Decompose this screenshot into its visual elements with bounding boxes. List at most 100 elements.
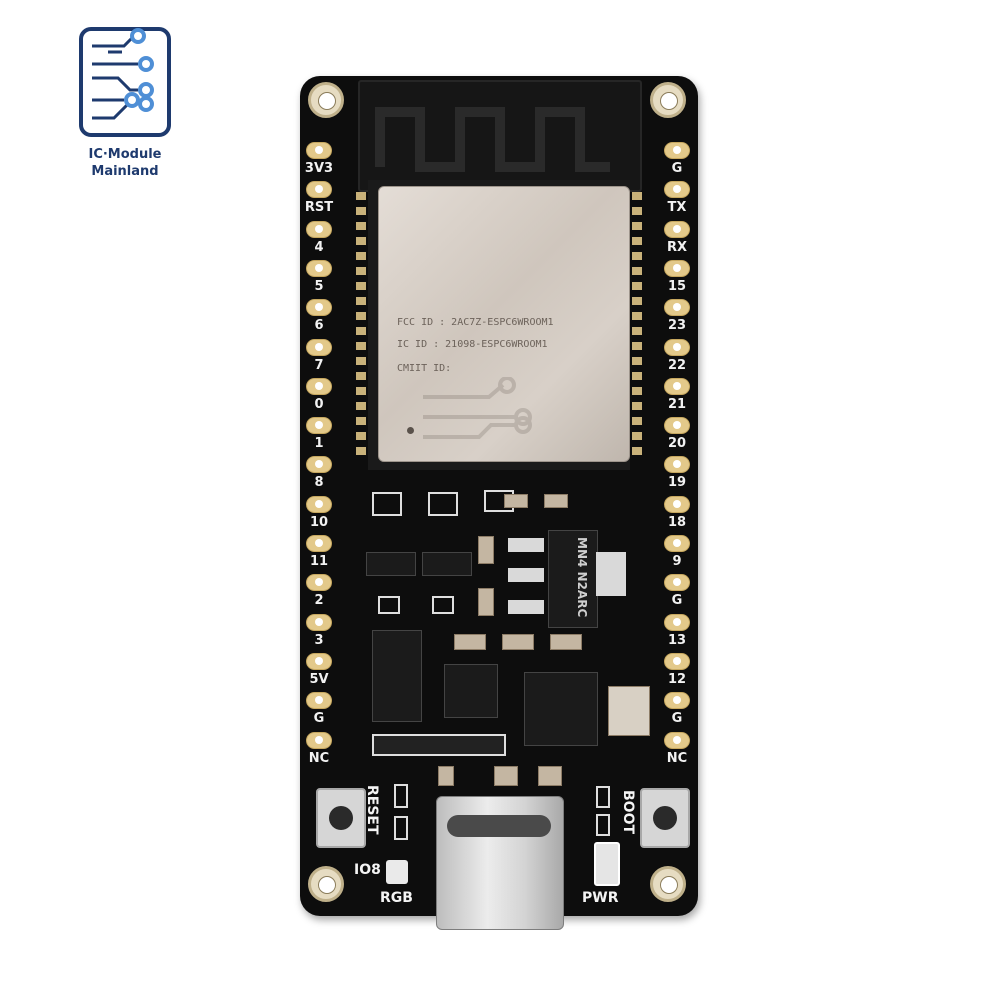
castellation-pad (356, 402, 366, 410)
pin-label: 6 (314, 318, 324, 334)
header-pin-pad (664, 299, 690, 317)
pin-label: 2 (314, 593, 324, 609)
regulator-marking-2: N2ARC (575, 571, 589, 618)
header-pin-pad (664, 652, 690, 670)
smd-capacitor (494, 766, 518, 786)
circuit-logo-icon (79, 27, 171, 137)
header-pin-pad (306, 456, 332, 474)
castellation-pad (632, 282, 642, 290)
cmiit-id-text: CMIIT ID: (397, 363, 452, 374)
pin-label: 7 (314, 357, 324, 373)
pin-label: 3V3 (304, 161, 334, 176)
regulator-pad (508, 538, 544, 552)
castellation-pad (356, 432, 366, 440)
castellation-pad (632, 417, 642, 425)
pin-label: 19 (667, 475, 687, 491)
reset-button[interactable] (316, 788, 366, 848)
mounting-hole-tr (650, 82, 686, 118)
castellation-pad (632, 327, 642, 335)
castellation-pad (632, 192, 642, 200)
pin-label: 4 (314, 239, 324, 255)
smd-outline (394, 816, 408, 840)
pin-label: 21 (667, 396, 687, 412)
header-pin-pad (306, 259, 332, 277)
power-led (594, 842, 620, 886)
castellation-pad (632, 447, 642, 455)
smd-outline (596, 814, 610, 836)
pin-label: 8 (314, 475, 324, 491)
pin-label: 5V (309, 671, 329, 687)
castellation-pad (632, 222, 642, 230)
boot-button[interactable] (640, 788, 690, 848)
regulator-marking-1: MN4 (575, 537, 589, 568)
smd-capacitor (478, 536, 494, 564)
pin-label: 12 (667, 671, 687, 687)
smd-outline (428, 492, 458, 516)
castellation-pad (632, 372, 642, 380)
voltage-regulator: MN4 N2ARC (548, 530, 598, 628)
castellation-pad (356, 282, 366, 290)
pin-label: RX (666, 239, 688, 255)
smd-capacitor (438, 766, 454, 786)
pin-label: G (671, 161, 683, 176)
pin-label: NC (666, 750, 688, 766)
header-pin-pad (306, 574, 332, 592)
castellation-pad (356, 372, 366, 380)
pin-label: TX (667, 200, 687, 216)
smd-outline (378, 596, 400, 614)
boot-button-cap[interactable] (653, 806, 677, 830)
pin-label: G (671, 711, 683, 727)
pin-label: 22 (667, 357, 687, 373)
header-pin-pad (664, 692, 690, 710)
reset-button-cap[interactable] (329, 806, 353, 830)
header-pin-pad (664, 259, 690, 277)
castellation-pad (356, 252, 366, 260)
usb-hub-chip (524, 672, 598, 746)
pin-label: 9 (672, 554, 682, 569)
pin-label: RST (304, 200, 334, 216)
castellation-pad (632, 342, 642, 350)
header-pin-pad (664, 220, 690, 238)
transistor (422, 552, 472, 576)
castellation-pad (632, 207, 642, 215)
brand-name: IC·Module Mainland (88, 147, 162, 179)
regulator-pad (508, 600, 544, 614)
header-pin-pad (306, 338, 332, 356)
resistor-row (372, 734, 506, 756)
castellation-pad (632, 252, 642, 260)
mounting-hole-br (650, 866, 686, 902)
pin-label: 10 (309, 514, 329, 530)
castellation-pad (356, 207, 366, 215)
fcc-id-text: FCC ID : 2AC7Z-ESPC6WROOM1 (397, 317, 554, 328)
castellation-pad (356, 237, 366, 245)
pin-label: 20 (667, 436, 687, 452)
castellation-pad (356, 267, 366, 275)
usb-c-port[interactable] (447, 815, 551, 837)
castellation-pad (356, 222, 366, 230)
header-pin-pad (306, 652, 332, 670)
transistor (366, 552, 416, 576)
header-pin-pad (664, 338, 690, 356)
header-pin-pad (306, 220, 332, 238)
pin-label: 15 (667, 278, 687, 294)
regulator-pad (508, 568, 544, 582)
rgb-label: RGB (380, 890, 413, 906)
rgb-led (386, 860, 408, 884)
io8-label: IO8 (354, 862, 381, 878)
watermark-logo-icon (423, 377, 532, 439)
castellation-pad (356, 312, 366, 320)
pwr-label: PWR (582, 890, 619, 906)
header-pin-pad (664, 142, 690, 159)
smd-capacitor (478, 588, 494, 616)
header-pin-pad (664, 181, 690, 199)
smd-outline (432, 596, 454, 614)
header-pin-pad (306, 692, 332, 710)
header-pin-pad (664, 535, 690, 552)
usb-c-connector[interactable] (436, 796, 564, 930)
castellation-pad (632, 432, 642, 440)
castellation-pad (356, 357, 366, 365)
header-pin-pad (306, 495, 332, 513)
header-pin-pad (306, 377, 332, 395)
header-pin-pad (306, 535, 332, 552)
castellation-pad (356, 297, 366, 305)
